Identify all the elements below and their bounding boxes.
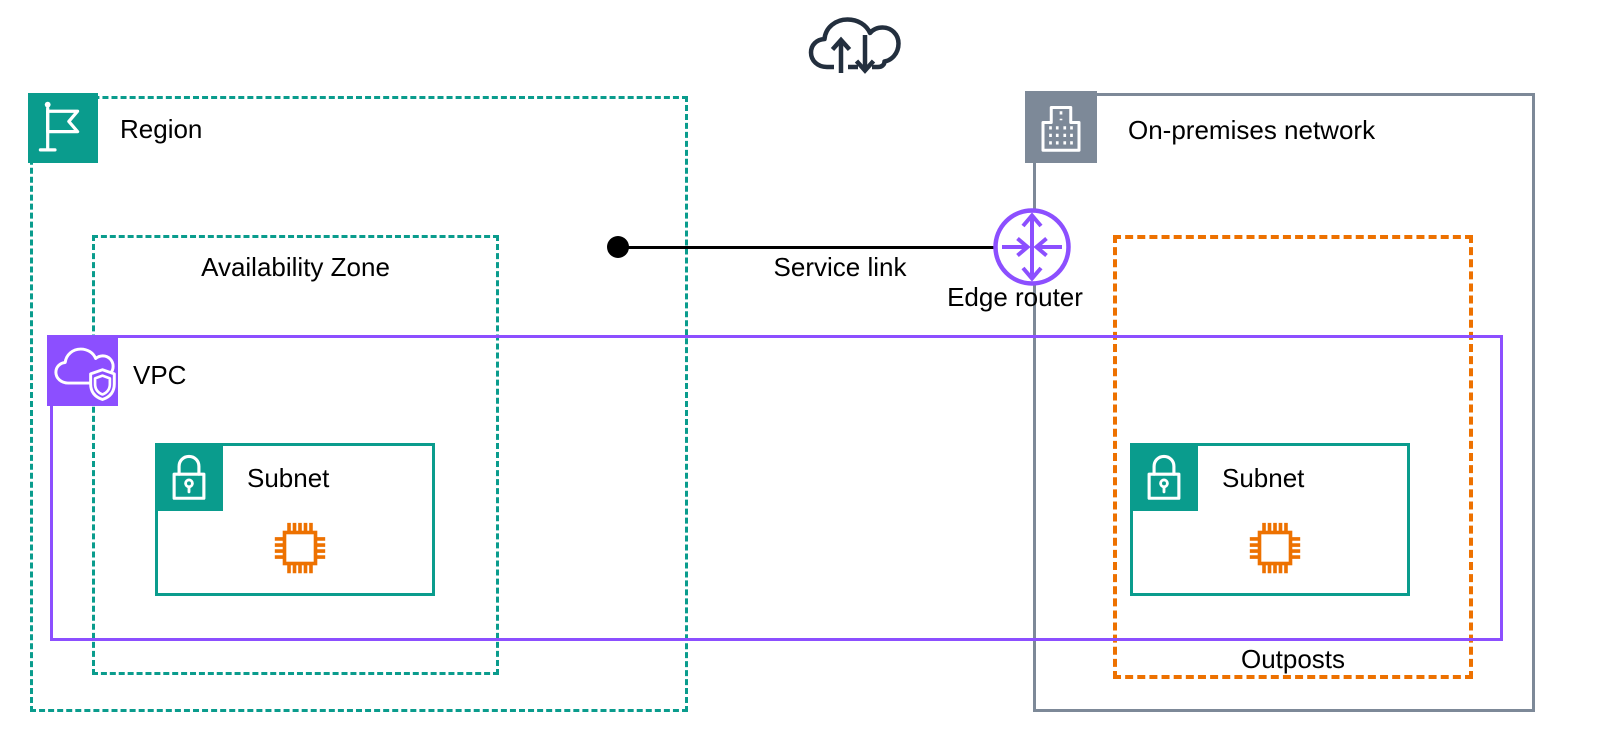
on-premises-network-label: On-premises network [1128,115,1376,145]
internet-cloud-icon [808,17,901,78]
region-label: Region [120,114,203,144]
subnet-right-label: Subnet [1222,463,1305,493]
edge-router-label: Edge router [947,282,1083,312]
subnet-left-box [155,443,435,596]
vpc-cloud-shield-icon [47,335,118,406]
on-premises-network-box [1033,93,1535,712]
availability-zone-box [92,235,499,675]
region-flag-icon [28,93,98,163]
service-link-label: Service link [773,252,907,282]
instance-chip-icon-left [274,522,326,574]
on-premises-building-icon [1025,91,1097,163]
service-link-line [617,246,995,249]
instance-chip-icon-right [1249,522,1301,574]
availability-zone-label: Availability Zone [201,252,390,282]
subnet-left-lock-icon [155,443,223,511]
subnet-right-box [1130,443,1410,596]
region-box [30,96,688,712]
vpc-box [50,335,1503,641]
outposts-label: Outposts [1240,644,1346,674]
vpc-label: VPC [133,360,187,390]
subnet-right-lock-icon [1130,443,1198,511]
subnet-left-label: Subnet [247,463,330,493]
outposts-box [1113,235,1473,679]
edge-router-icon [993,208,1071,286]
